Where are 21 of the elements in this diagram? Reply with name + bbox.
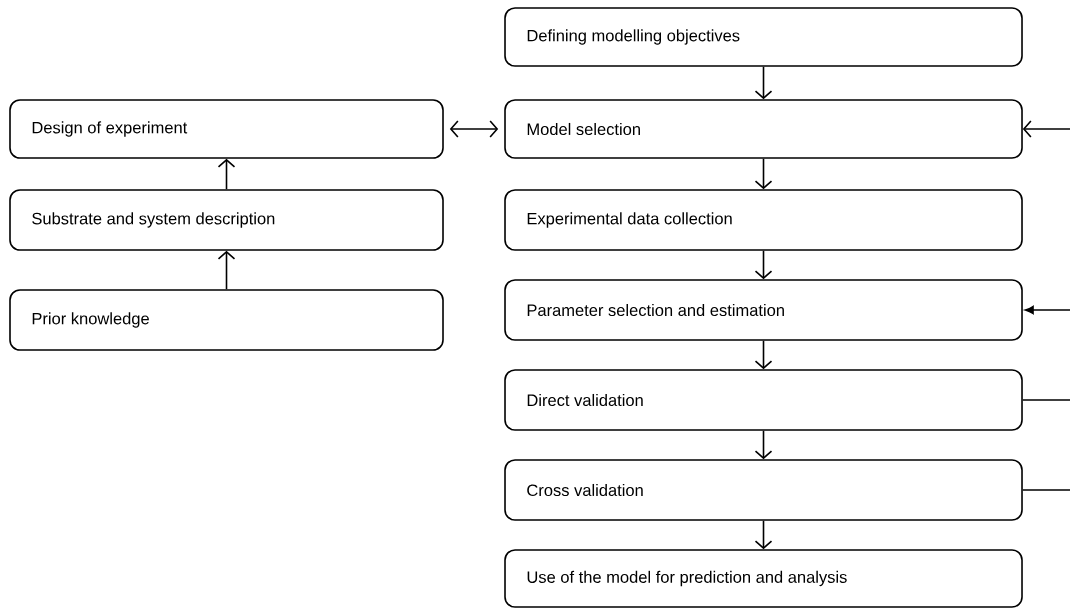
arrow bbox=[754, 430, 773, 460]
process-box: Defining modelling objectives bbox=[504, 7, 1023, 67]
arrow bbox=[217, 250, 236, 290]
arrow bbox=[754, 66, 773, 100]
arrow bbox=[217, 158, 236, 190]
process-box: Prior knowledge bbox=[9, 289, 444, 351]
arrow bbox=[754, 250, 773, 280]
arrow bbox=[1024, 305, 1070, 315]
arrow bbox=[754, 340, 773, 370]
process-box: Use of the model for prediction and analysis bbox=[504, 549, 1023, 608]
arrow bbox=[1022, 120, 1070, 138]
process-box: Experimental data collection bbox=[504, 189, 1023, 251]
process-box: Cross validation bbox=[504, 459, 1023, 521]
process-box: Model selection bbox=[504, 99, 1023, 159]
process-box: Substrate and system description bbox=[9, 189, 444, 251]
process-box: Design of experiment bbox=[9, 99, 444, 159]
arrow bbox=[754, 520, 773, 550]
process-box: Direct validation bbox=[504, 369, 1023, 431]
process-box: Parameter selection and estimation bbox=[504, 279, 1023, 341]
arrow bbox=[449, 120, 499, 138]
arrow bbox=[754, 158, 773, 190]
